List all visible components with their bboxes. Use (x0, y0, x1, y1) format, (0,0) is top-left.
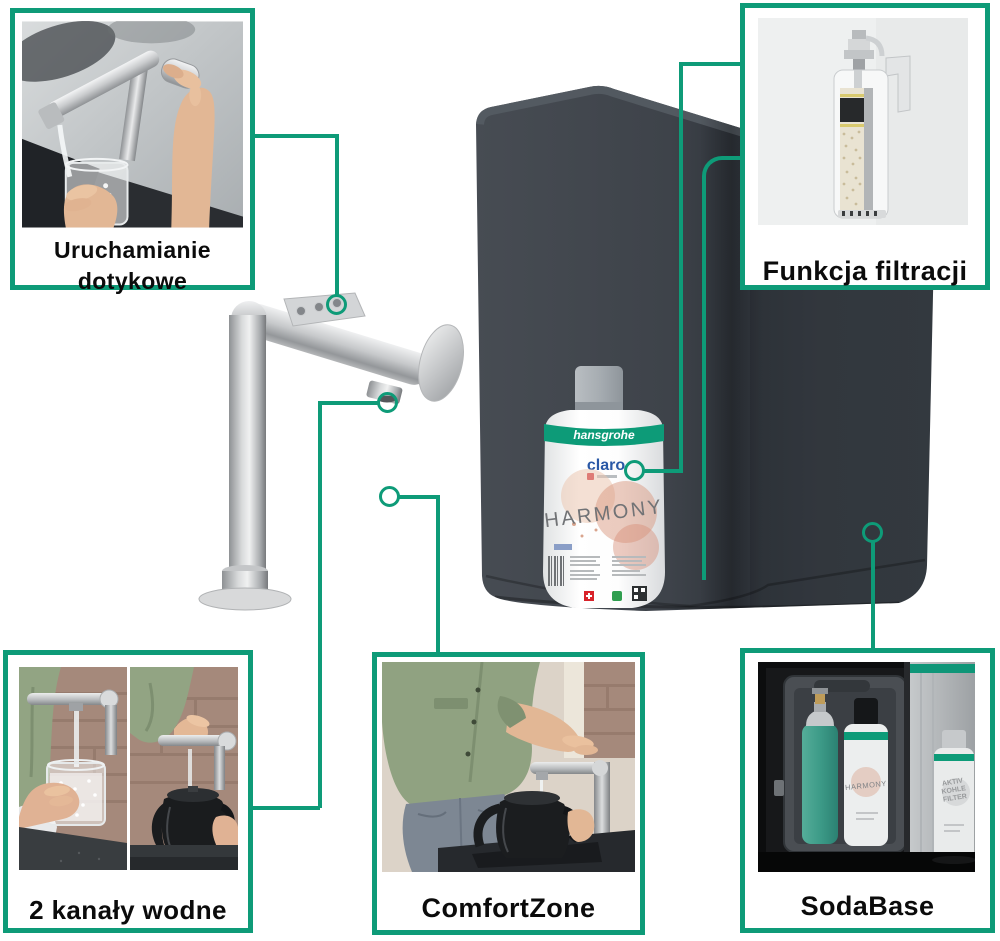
harmony-filter-bottle: hansgrohe claro HARMONY (543, 366, 665, 608)
aktiv-kohle-filter-bottle: AKTIVKOHLEFILTER (934, 730, 974, 860)
callout-soda: HARMONY (740, 648, 995, 933)
bottle-brand-band (544, 424, 664, 446)
bottle-claro-logo: claro (587, 457, 625, 474)
connector-unit-edge-h (724, 156, 742, 160)
connector-filtration-h (681, 62, 742, 66)
water-stream (188, 749, 192, 799)
brick-pillar (584, 662, 635, 758)
callout-channels-label: 2 kanały wodne (29, 895, 227, 925)
kitchen-faucet (198, 292, 464, 611)
connector-unit-edge-v (702, 178, 706, 580)
callout-touch: Uruchamianie dotykowe (10, 8, 255, 294)
faucet (530, 760, 615, 860)
comfortzone-photo (382, 662, 635, 872)
aktiv-kohle-label: AKTIVKOHLEFILTER (940, 777, 968, 804)
green-sleeve (130, 667, 194, 743)
unit-base-seam (485, 558, 926, 608)
callout-touch-label: Uruchamianie dotykowe (54, 237, 211, 294)
callout-filtration-label: Funkcja filtracji (762, 256, 968, 286)
bottle-cap (575, 366, 623, 410)
connector-touch-h (253, 134, 339, 138)
faucet-handle-knob (418, 324, 464, 402)
faucet-arm (241, 303, 431, 385)
bare-forearm (497, 696, 598, 755)
co2-cylinder (802, 688, 838, 844)
hand-holding-glass (63, 184, 118, 228)
connector-soda-v (871, 542, 875, 652)
bottle-fineprint (554, 544, 646, 580)
callout-comfort-label: ComfortZone (421, 893, 596, 923)
bottle-barcode-icon (548, 556, 564, 586)
touch-photo-faucet (38, 50, 200, 162)
filter-base-grille (838, 210, 886, 218)
bottle-brand-text: hansgrohe (573, 428, 635, 442)
connector-channels-ring (377, 392, 398, 413)
touch-activation-photo (22, 21, 243, 228)
harmony-bottle-cabinet: HARMONY (844, 698, 888, 846)
filter-cutaway (840, 88, 873, 212)
faucet-base-plate (198, 587, 292, 611)
connector-comfort-ring (379, 486, 400, 507)
black-kettle (473, 791, 581, 858)
faucet-touch-plate (283, 292, 366, 327)
faucet-riser-pipe (229, 315, 266, 587)
hand-holding-glass (19, 782, 80, 829)
connector-soda-ring (862, 522, 883, 543)
callout-soda-label: SodaBase (800, 891, 935, 921)
qr-code-icon (632, 586, 647, 601)
sodabase-cabinet-photo: HARMONY (758, 662, 975, 872)
connector-channels-h1 (320, 401, 379, 405)
touching-hand (163, 64, 215, 228)
connector-claro-ring (624, 460, 645, 481)
faucet-still (27, 689, 119, 755)
connector-claro-h (644, 469, 681, 473)
harmony-label: HARMONY (845, 779, 888, 792)
connector-unit-edge-curve (702, 156, 726, 180)
swiss-flag-icon (584, 591, 594, 601)
connector-touch-v (335, 134, 339, 296)
filter-cartridge-photo (758, 18, 968, 225)
hand-on-kettle (567, 809, 595, 842)
connector-filtration-v (679, 62, 683, 473)
kettle-fill-photo (130, 667, 238, 870)
connector-comfort-h (399, 495, 440, 499)
connector-comfort-v (436, 495, 440, 657)
filter-head (844, 30, 885, 72)
water-stream (74, 711, 79, 767)
door-latch (774, 780, 784, 796)
callout-channels: 2 kanały wodne (3, 650, 253, 933)
connector-channels-v (318, 401, 322, 808)
connector-channels-h2 (251, 806, 320, 810)
callout-comfort: ComfortZone (372, 652, 645, 935)
unit-top-face (476, 85, 922, 191)
faucet-sparkling (158, 731, 237, 790)
still-water-photo (19, 667, 127, 870)
callout-filtration: Funkcja filtracji (740, 3, 990, 290)
recycle-icon (612, 591, 622, 601)
cabinet-floor (758, 852, 975, 872)
bottle-peach-graphics (561, 469, 659, 570)
connector-touch-ring (326, 294, 347, 315)
